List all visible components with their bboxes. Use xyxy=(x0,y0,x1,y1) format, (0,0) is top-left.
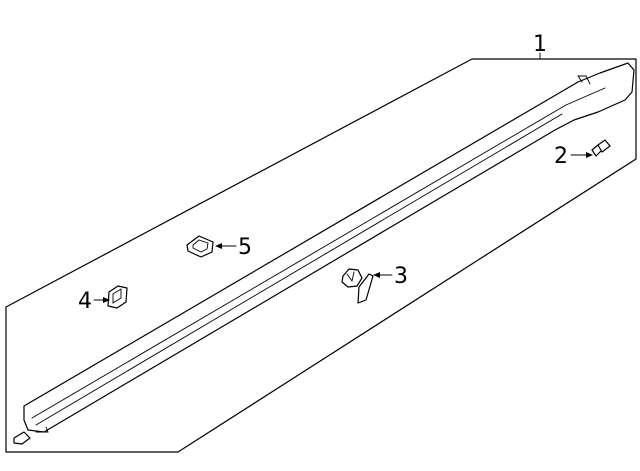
small-clip-part xyxy=(107,285,128,309)
retainer-clip-part xyxy=(341,268,374,304)
callout-2: 2 xyxy=(554,144,568,169)
callout-5: 5 xyxy=(238,235,252,260)
rocker-molding-part xyxy=(13,62,635,445)
callout-1: 1 xyxy=(533,32,547,57)
bracket-clip-part xyxy=(186,235,214,258)
leader-lines xyxy=(93,52,593,303)
push-clip-part xyxy=(591,139,611,157)
assembly-frame xyxy=(5,58,637,453)
callout-4: 4 xyxy=(78,289,92,314)
callout-3: 3 xyxy=(394,264,408,289)
